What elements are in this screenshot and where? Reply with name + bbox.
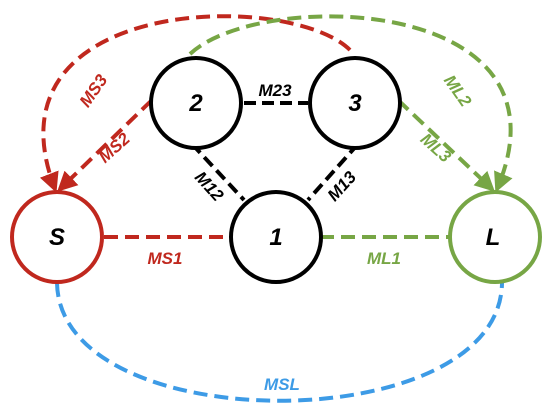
edge-msl [55, 282, 504, 403]
edge-ms3 [39, 14, 352, 193]
label-msl: MSL [264, 375, 300, 394]
label-ms3: MS3 [76, 71, 112, 111]
edge-m13 [306, 142, 360, 202]
label-m23: M23 [258, 81, 292, 100]
node-l: L [448, 190, 542, 284]
label-m12: M12 [191, 168, 228, 206]
node-l-label: L [486, 224, 501, 251]
node-3-label: 3 [348, 90, 362, 117]
edge-ml2 [188, 14, 513, 193]
node-2-circle [149, 56, 243, 150]
node-1: 1 [229, 190, 323, 284]
edge-ml3 [396, 98, 495, 192]
edge-ms2 [57, 98, 154, 192]
node-s-label: S [49, 224, 65, 251]
label-ms2: MS2 [95, 129, 134, 167]
node-s: S [10, 190, 104, 284]
label-ml1: ML1 [367, 249, 401, 268]
node-1-label: 1 [269, 224, 282, 251]
node-3: 3 [308, 56, 402, 150]
node-2: 2 [149, 56, 243, 150]
label-ml2: ML2 [440, 71, 475, 110]
node-1-circle [229, 190, 323, 284]
node-2-label: 2 [188, 90, 203, 117]
edge-m12 [190, 142, 246, 202]
node-3-circle [308, 56, 402, 150]
node-l-circle [448, 190, 542, 284]
label-ms1: MS1 [148, 249, 183, 268]
label-m13: M13 [324, 167, 361, 205]
label-ml3: ML3 [417, 129, 455, 166]
node-s-circle [10, 190, 104, 284]
